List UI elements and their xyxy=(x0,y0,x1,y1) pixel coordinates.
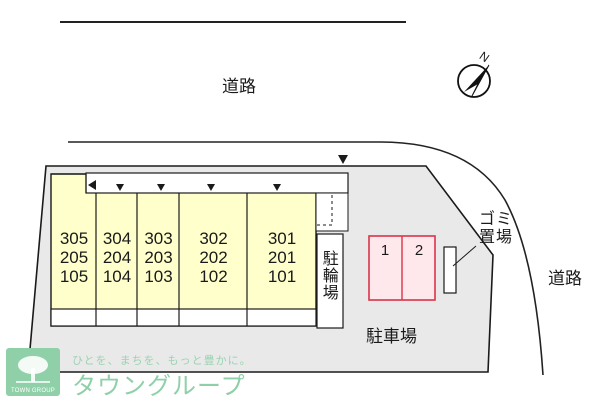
garbage-area xyxy=(443,246,457,294)
unit-number: 303 xyxy=(144,229,173,248)
unit-number: 204 xyxy=(102,248,132,267)
parking-space-1: 1 xyxy=(380,242,390,259)
parking-label: 駐車場 xyxy=(366,327,417,347)
compass-icon xyxy=(457,64,491,98)
unit-number: 203 xyxy=(144,248,173,267)
town-group-logo: TOWN GROUP xyxy=(6,348,60,396)
unit-number: 103 xyxy=(144,267,173,286)
watermark-tagline: ひとを、まちを、もっと豊かに。 xyxy=(72,354,252,367)
unit-column-1: 305 205 105 xyxy=(53,229,95,286)
north-road-label: 道路 xyxy=(222,77,256,97)
unit-number: 305 xyxy=(59,229,89,248)
east-road-label: 道路 xyxy=(548,269,582,289)
parking-space-2: 2 xyxy=(414,242,424,259)
unit-column-4: 302 202 102 xyxy=(180,229,247,286)
north-road-edge xyxy=(68,141,544,376)
unit-number: 201 xyxy=(267,248,297,267)
entrance-marker xyxy=(338,155,348,164)
parking-spaces xyxy=(368,235,436,301)
garbage-label: ゴミ置場 xyxy=(478,209,513,247)
garbage-label-leader xyxy=(452,245,477,267)
watermark-brand: タウングループ xyxy=(72,372,246,400)
unit-entrance-markers xyxy=(88,180,281,191)
unit-column-5: 301 201 101 xyxy=(248,229,316,286)
unit-number: 105 xyxy=(59,267,89,286)
bicycle-parking-area xyxy=(316,233,344,329)
unit-number: 202 xyxy=(199,248,228,267)
bicycle-parking-label: 駐輪場 xyxy=(319,250,339,301)
unit-number: 301 xyxy=(267,229,297,248)
unit-number: 102 xyxy=(199,267,228,286)
unit-number: 205 xyxy=(59,248,89,267)
unit-number: 104 xyxy=(102,267,132,286)
unit-number: 101 xyxy=(267,267,297,286)
unit-column-3: 303 203 103 xyxy=(138,229,179,286)
unit-number: 302 xyxy=(199,229,228,248)
unit-number: 304 xyxy=(102,229,132,248)
logo-text: TOWN GROUP xyxy=(11,388,55,394)
unit-column-2: 304 204 104 xyxy=(97,229,137,286)
apartment-building xyxy=(50,172,349,327)
